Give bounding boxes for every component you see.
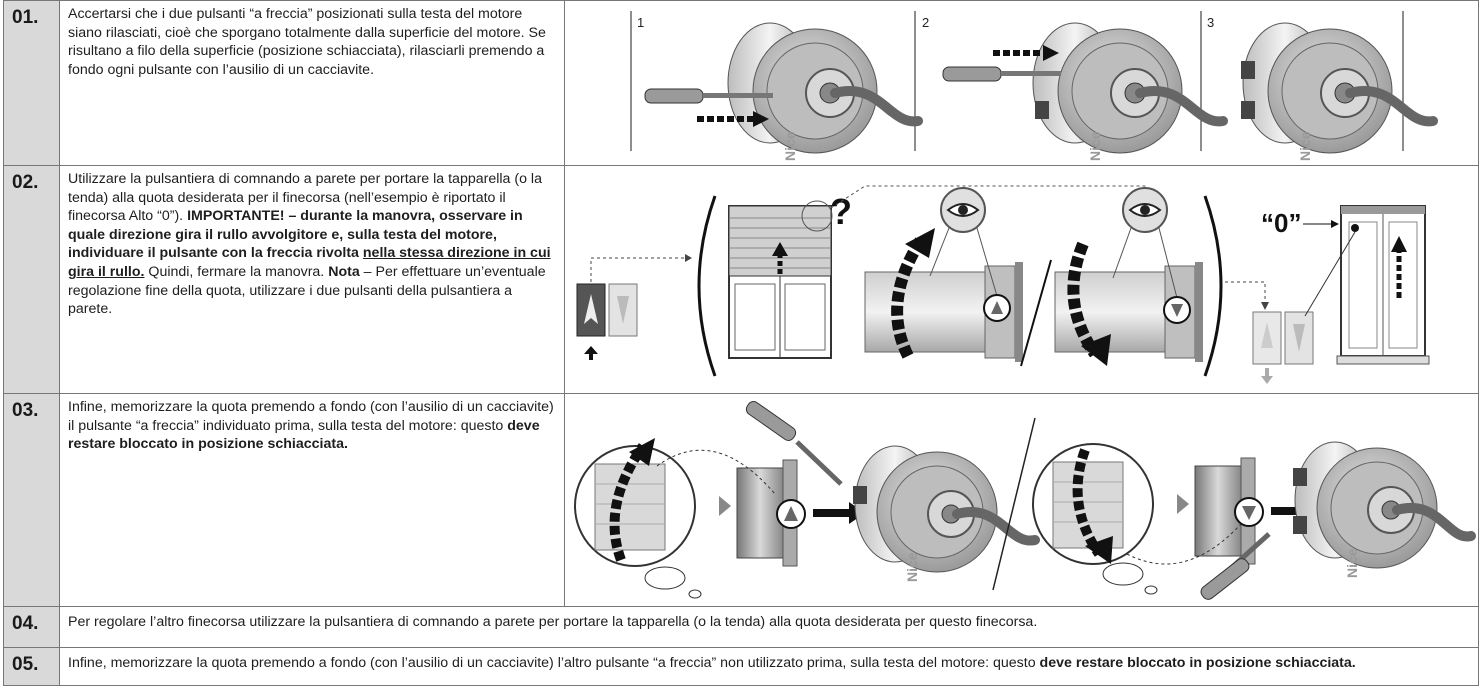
panel-number: 1 [637,15,644,30]
step-01-figure: 1 2 3 Nice [564,0,1479,166]
step-text-underlined: nella stessa direzione in cui gira il ru… [68,245,551,280]
step-text-important: IMPORTANTE! – durante la manovra, osserv… [68,208,523,262]
motor-illustration: Nice [1293,441,1476,578]
step-number: 05. [3,647,60,686]
eye-icon [1112,187,1178,299]
arrow-up-button-icon [983,294,1011,322]
step-text: Infine, memorizzare la quota premendo a … [59,647,1479,686]
step-row-03: 03. Infine, memorizzare la quota premend… [3,393,1479,607]
step-text: Per regolare l’altro finecorsa utilizzar… [59,606,1479,648]
brand-label: Nice [1087,131,1103,161]
window-shutter-icon [728,205,832,359]
screwdriver-icon [942,66,1061,82]
steps-table: 01. Accertarsi che i due pulsanti “a fre… [3,0,1479,686]
step-row-01: 01. Accertarsi che i due pulsanti “a fre… [3,0,1479,166]
limit-setting-illustration: ? [576,185,1430,384]
step-number: 04. [3,606,60,648]
motor-end-cap-illustration [1194,457,1264,565]
roller-bubble-illustration [1032,443,1158,595]
step-row-04: 04. Per regolare l’altro finecorsa utili… [3,606,1479,648]
step-02-figure: ? [564,165,1479,394]
step-text-important: deve restare bloccato in posizione schia… [68,417,540,453]
panel-number: 3 [1207,15,1214,30]
step-text: Accertarsi che i due pulsanti “a freccia… [59,0,565,166]
motor-illustration: Nice [1032,22,1228,161]
wall-switch-icon [1252,311,1314,384]
step-03-figure: Nice [564,393,1479,607]
step-text: Utilizzare la pulsantiera di comnando a … [59,165,565,394]
eye-icon [929,187,998,297]
step-text-important: deve restare bloccato in posizione schia… [1039,655,1356,671]
motor-illustration: Nice [853,445,1040,582]
screwdriver-icon [1200,532,1271,600]
step-number: 03. [3,393,60,607]
step-number: 02. [3,165,60,394]
window-icon [1304,205,1430,365]
screwdriver-icon [745,401,843,486]
motor-illustration: Nice [1241,22,1438,161]
brand-label: Nice [782,131,798,161]
motor-illustration: Nice [727,22,923,161]
roller-tube-illustration [864,228,1023,362]
step-text-part: Quindi, fermare la manovra. [144,263,329,280]
step-text-part: – Per effettuare un’eventuale regolazion… [68,263,546,318]
screwdriver-icon [644,88,773,104]
question-mark: ? [830,191,852,232]
step-text-part: Infine, memorizzare la quota premendo a … [68,655,1040,671]
arrow-icon [697,111,769,127]
panel-number: 2 [922,15,929,30]
step-text: Infine, memorizzare la quota premendo a … [59,393,565,607]
step-text-part: Utilizzare la pulsantiera di comnando a … [68,171,542,225]
arrow-down-button-icon [1163,296,1191,324]
step-text-note-label: Nota [328,263,360,280]
step-number: 01. [3,0,60,166]
motor-end-cap-illustration [736,459,806,567]
motor-head-illustrations: 1 2 3 Nice [630,11,1438,161]
step-row-02: 02. Utilizzare la pulsantiera di comnand… [3,165,1479,394]
brand-label: Nice [1297,131,1313,161]
step-text-part: Infine, memorizzare la quota premendo a … [68,399,554,434]
brand-label: Nice [1344,548,1360,578]
step-row-05: 05. Infine, memorizzare la quota premend… [3,647,1479,686]
brand-label: Nice [904,552,920,582]
arrow-icon [993,45,1059,61]
roller-bubble-illustration [574,438,702,599]
limit-zero-label: “0” [1261,208,1301,238]
memorize-limit-illustration: Nice [574,401,1476,600]
wall-switch-icon [576,283,638,360]
